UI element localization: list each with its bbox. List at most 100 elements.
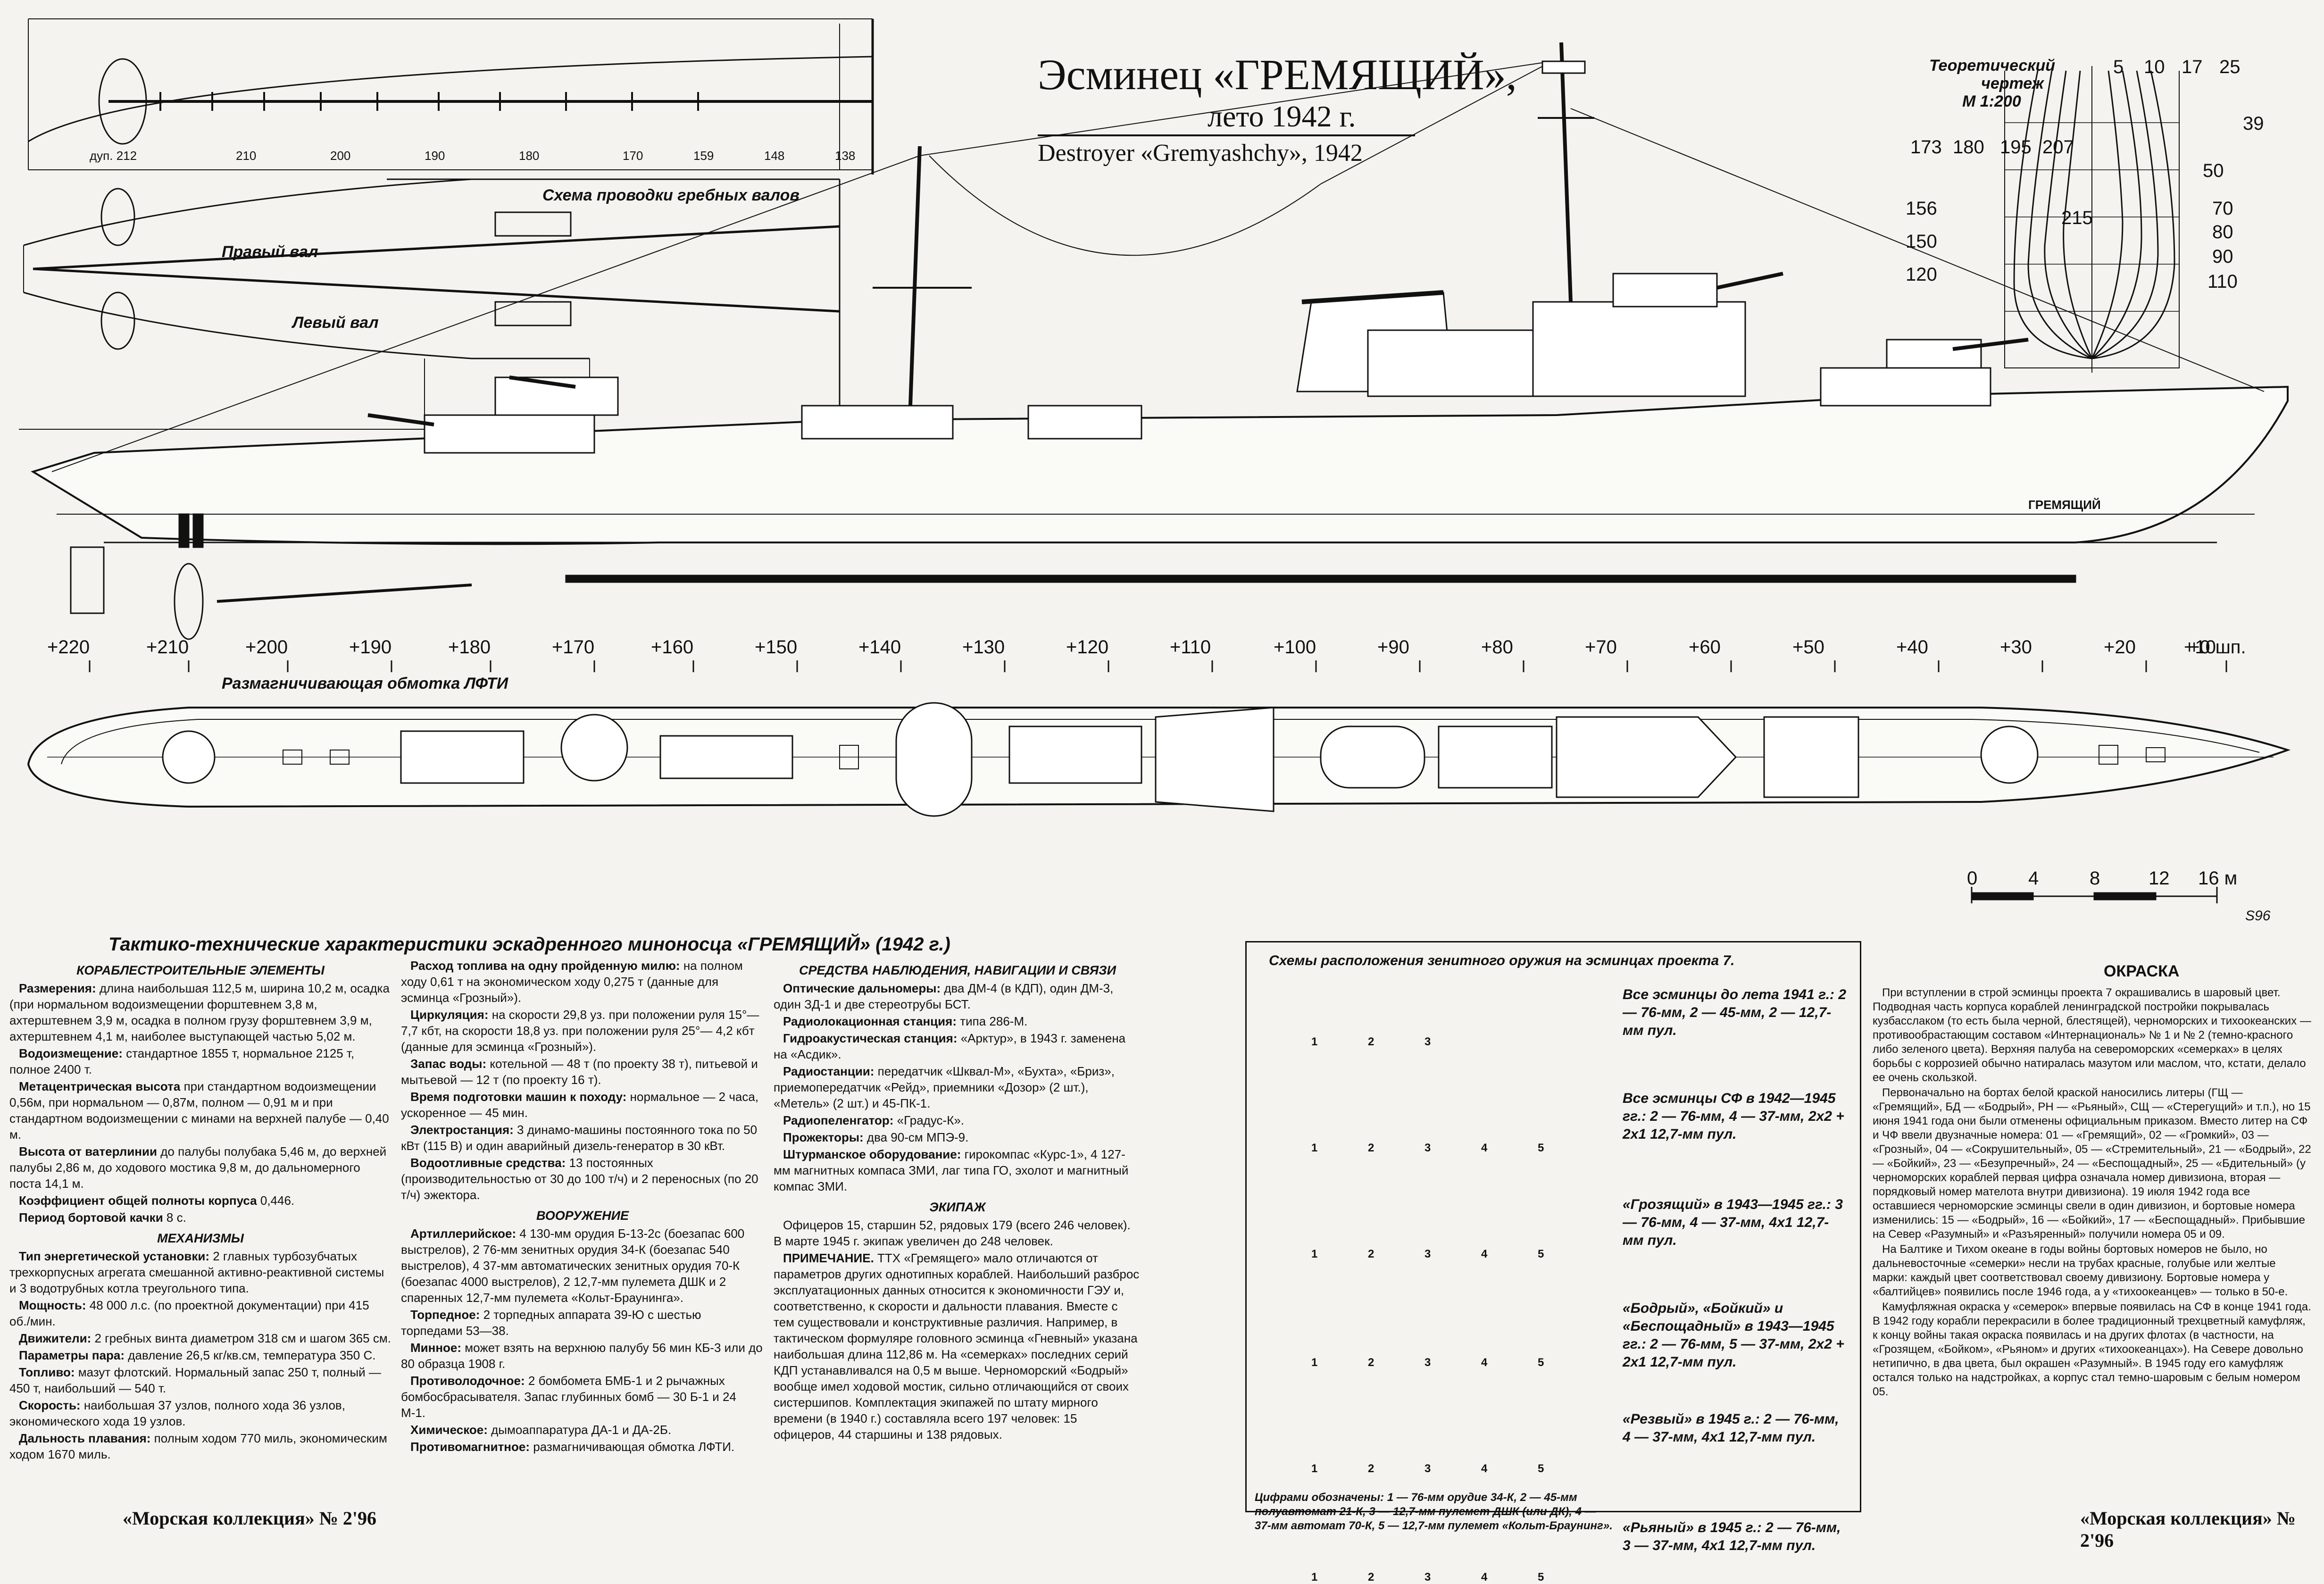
spec-paragraph: Радиолокационная станция: типа 286-М.: [783, 1014, 1028, 1028]
station-173: 173: [1910, 137, 1942, 158]
aa-position-mark: 1: [1311, 1462, 1318, 1475]
right-shaft-label: Правый вал: [222, 243, 318, 261]
aa-item-3: «Грозящий» в 1943—1945 гг.: 3 — 76-мм, 4…: [1623, 1197, 1843, 1248]
spec-paragraph: Оптические дальномеры: два ДМ-4 (в КДП),…: [774, 981, 1114, 1011]
station-90: 90: [2212, 246, 2233, 267]
aa-item-2: Все эсминцы СФ в 1942—1945 гг.: 2 — 76-м…: [1623, 1091, 1844, 1142]
station-156: 156: [1906, 198, 1937, 219]
frame-scale-label: +220: [47, 637, 90, 658]
spec-paragraph: Химическое: дымоаппаратура ДА-1 и ДА-2Б.: [410, 1423, 672, 1437]
spec-paragraph: Запас воды: котельной — 48 т (по проекту…: [401, 1057, 758, 1087]
left-shaft-label: Левый вал: [292, 314, 379, 332]
station-150: 150: [1906, 231, 1937, 252]
paint-paragraph: Камуфляжная окраска у «семерок» впервые …: [1873, 1301, 2311, 1398]
lines-plan: [2004, 66, 2180, 373]
spec-paragraph: Минное: может взять на верхнюю палубу 56…: [401, 1341, 763, 1371]
frame-scale-label: +20: [2104, 637, 2136, 658]
spec-paragraph: Дальность плавания: полным ходом 770 мил…: [9, 1431, 387, 1461]
aa-position-mark: 5: [1538, 1356, 1544, 1369]
frame-scale-label: +60: [1689, 637, 1721, 658]
spec-paragraph: Скорость: наибольшая 37 узлов, полного х…: [9, 1398, 345, 1428]
station-195: 195: [2000, 137, 2032, 158]
frame-scale-label: +120: [1066, 637, 1109, 658]
aa-legend: Цифрами обозначены: 1 — 76-мм орудие 34-…: [1255, 1491, 1613, 1532]
station-80: 80: [2212, 222, 2233, 242]
station-207: 207: [2042, 137, 2074, 158]
aa-item-5: «Резвый» в 1945 г.: 2 — 76-мм, 4 — 37-мм…: [1623, 1411, 1839, 1445]
spec-paragraph: Период бортовой качки 8 с.: [19, 1210, 186, 1225]
station-17: 17: [2182, 57, 2203, 77]
lines-caption-3: М 1:200: [1962, 92, 2021, 110]
spec-paragraph: Радиопеленгатор: «Градус-К».: [783, 1113, 965, 1127]
aa-frame: [1245, 941, 1861, 1512]
spec-paragraph: Гидроакустическая станция: «Арктур», в 1…: [774, 1031, 1126, 1061]
station-39: 39: [2243, 113, 2264, 134]
spec-paragraph: Мощность: 48 000 л.с. (по проектной доку…: [9, 1298, 369, 1328]
spec-paragraph: Коэффициент общей полноты корпуса 0,446.: [19, 1193, 295, 1208]
spec-paragraph: Электростанция: 3 динамо-машины постоянн…: [401, 1123, 758, 1153]
scale-16: 16 м: [2198, 868, 2238, 889]
frame-scale-label: +160: [651, 637, 694, 658]
spec-paragraph: ПРИМЕЧАНИЕ. ТТХ «Гремящего» мало отличаю…: [774, 1251, 1140, 1442]
aa-position-mark: 2: [1368, 1142, 1374, 1154]
lines-caption-2: чертеж: [1981, 75, 2044, 92]
paint-paragraph: При вступлении в строй эсминцы проекта 7…: [1873, 986, 2311, 1084]
aa-position-mark: 4: [1481, 1462, 1488, 1475]
frame-scale-label: +200: [245, 637, 288, 658]
shaft-frame-138: 138: [835, 149, 856, 163]
station-110: 110: [2207, 271, 2238, 292]
spec-paragraph: Прожекторы: два 90-см МПЭ-9.: [783, 1130, 969, 1144]
degauss-label: Размагничивающая обмотка ЛФТИ: [222, 675, 508, 692]
spec-paragraph: Параметры пара: давление 26,5 кг/кв.см, …: [19, 1348, 376, 1362]
page-title: Эсминец «ГРЕМЯЩИЙ»,: [1038, 50, 1517, 99]
specs-title: Тактико-технические характеристики эскад…: [108, 934, 950, 955]
aa-position-mark: 4: [1481, 1142, 1488, 1154]
specs-column-2: Расход топлива на одну пройденную милю: …: [401, 958, 764, 1456]
frame-scale-label: +110: [1170, 637, 1211, 658]
aa-position-mark: 1: [1311, 1248, 1318, 1260]
side-profile: [31, 42, 2289, 640]
frame-scale-label: +140: [858, 637, 901, 658]
frame-scale-label: +210: [146, 637, 189, 658]
shaft-frame-200: 200: [330, 149, 351, 163]
aa-position-mark: 1: [1311, 1142, 1318, 1154]
footer-left: «Морская коллекция» № 2'96: [123, 1508, 377, 1529]
artist-signature: S96: [2245, 908, 2271, 924]
shaft-frame-190: 190: [425, 149, 445, 163]
specs-column-3: СРЕДСТВА НАБЛЮДЕНИЯ, НАВИГАЦИИ И СВЯЗИ Оп…: [774, 958, 1141, 1443]
shaft-frame-148: 148: [764, 149, 785, 163]
station-215: 215: [2061, 208, 2093, 228]
aa-position-mark: 1: [1311, 1035, 1318, 1048]
scale-0: 0: [1967, 868, 1978, 889]
shaft-frame-210: 210: [236, 149, 257, 163]
spec-paragraph: Время подготовки машин к походу: нормаль…: [401, 1090, 759, 1120]
spec-paragraph: Циркуляция: на скорости 29,8 уз. при пол…: [401, 1008, 759, 1054]
frame-scale-label: +50: [1792, 637, 1824, 658]
aa-title: Схемы расположения зенитного оружия на э…: [1269, 953, 1735, 968]
spec-section-heading: СРЕДСТВА НАБЛЮДЕНИЯ, НАВИГАЦИИ И СВЯЗИ: [799, 963, 1116, 977]
shaft-caption: Схема проводки гребных валов: [542, 186, 800, 204]
lines-caption-1: Теоретический: [1929, 57, 2056, 75]
aa-position-mark: 1: [1311, 1571, 1318, 1584]
aa-position-mark: 2: [1368, 1035, 1374, 1048]
aa-position-mark: 5: [1538, 1462, 1544, 1475]
spec-paragraph: Движители: 2 гребных винта диаметром 318…: [19, 1331, 391, 1345]
aa-position-mark: 3: [1424, 1462, 1431, 1475]
spec-section-heading: ЭКИПАЖ: [929, 1200, 986, 1214]
spec-section-heading: КОРАБЛЕСТРОИТЕЛЬНЫЕ ЭЛЕМЕНТЫ: [76, 963, 325, 977]
paint-paragraph: На Балтике и Тихом океане в годы войны б…: [1873, 1243, 2288, 1298]
frame-scale-label: +90: [1377, 637, 1409, 658]
spec-paragraph: Тип энергетической установки: 2 главных …: [9, 1249, 384, 1295]
spec-paragraph: Расход топлива на одну пройденную милю: …: [401, 959, 743, 1005]
aa-item-1: Все эсминцы до лета 1941 г.: 2 — 76-мм, …: [1623, 987, 1847, 1038]
technical-drawings: [19, 18, 2291, 903]
frame-scale-label: +30: [2000, 637, 2032, 658]
scale-8: 8: [2090, 868, 2100, 889]
deck-plan: [27, 702, 2291, 903]
station-120: 120: [1906, 264, 1937, 285]
aa-position-mark: 2: [1368, 1571, 1374, 1584]
frame-scale-label: +70: [1585, 637, 1617, 658]
aa-position-mark: 1: [1311, 1356, 1318, 1369]
aa-position-mark: 5: [1538, 1571, 1544, 1584]
